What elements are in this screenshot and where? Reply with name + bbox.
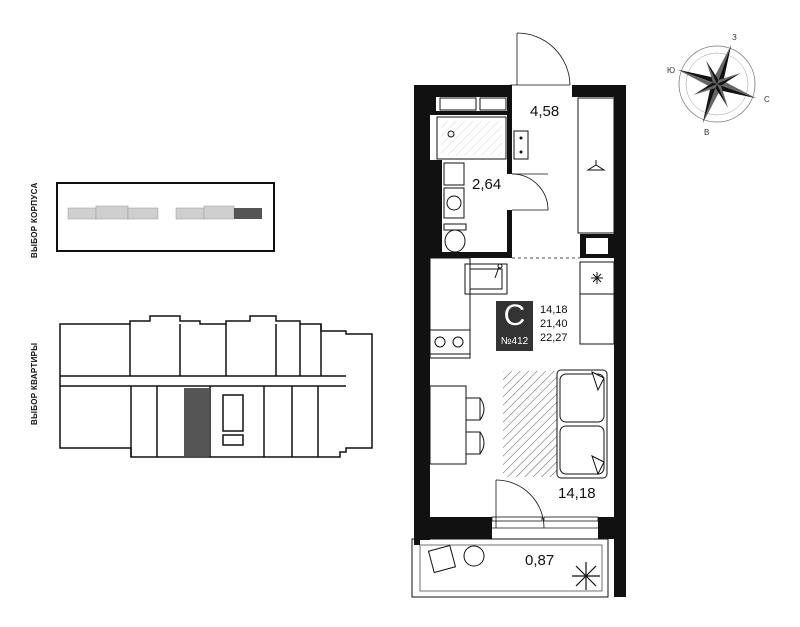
compass-south-label: В xyxy=(704,128,710,137)
room-area-loggia-top: 4,58 xyxy=(530,103,560,120)
apartment-type-letter: С xyxy=(503,299,526,332)
outer-walls xyxy=(414,85,626,597)
entry-door xyxy=(510,32,571,86)
building-selector xyxy=(56,182,275,252)
apartment-selected-unit[interactable] xyxy=(184,388,209,456)
wardrobe xyxy=(577,97,615,234)
building-option-selected[interactable] xyxy=(234,208,262,219)
apartment-selector-label: ВЫБОР КВАРТИРЫ xyxy=(30,342,39,425)
balcony-door xyxy=(491,479,599,529)
apartment-selector xyxy=(59,315,373,458)
apartment-plan xyxy=(411,32,626,598)
building-selector-label: ВЫБОР КОРПУСА xyxy=(30,182,39,258)
sofa xyxy=(556,369,608,479)
area-total-value: 21,40 xyxy=(540,318,568,330)
building-option-2[interactable] xyxy=(175,205,235,220)
compass-rose xyxy=(677,44,757,124)
dining-table xyxy=(429,385,485,465)
room-area-bathroom: 2,64 xyxy=(472,176,502,193)
toilet xyxy=(443,223,467,253)
balcony xyxy=(411,538,609,598)
bathroom-walls xyxy=(428,97,512,258)
rug xyxy=(503,371,560,477)
building-option-1[interactable] xyxy=(67,205,159,220)
room-area-living: 14,18 xyxy=(558,485,596,502)
room-area-balcony: 0,87 xyxy=(525,552,555,569)
apartment-type-badge: С №412 xyxy=(496,299,533,351)
apartment-area-values: 14,18 21,40 22,27 xyxy=(540,303,568,345)
compass-east-label: С xyxy=(764,95,770,104)
kitchen-counter xyxy=(429,257,615,359)
area-full-value: 22,27 xyxy=(540,332,568,344)
washing-machine xyxy=(443,162,465,219)
area-living-value: 14,18 xyxy=(540,304,568,316)
shower-tray xyxy=(436,116,507,160)
compass-west-label: Ю xyxy=(667,66,676,75)
apartment-number: №412 xyxy=(500,336,529,347)
compass-north-label: З xyxy=(732,33,737,42)
